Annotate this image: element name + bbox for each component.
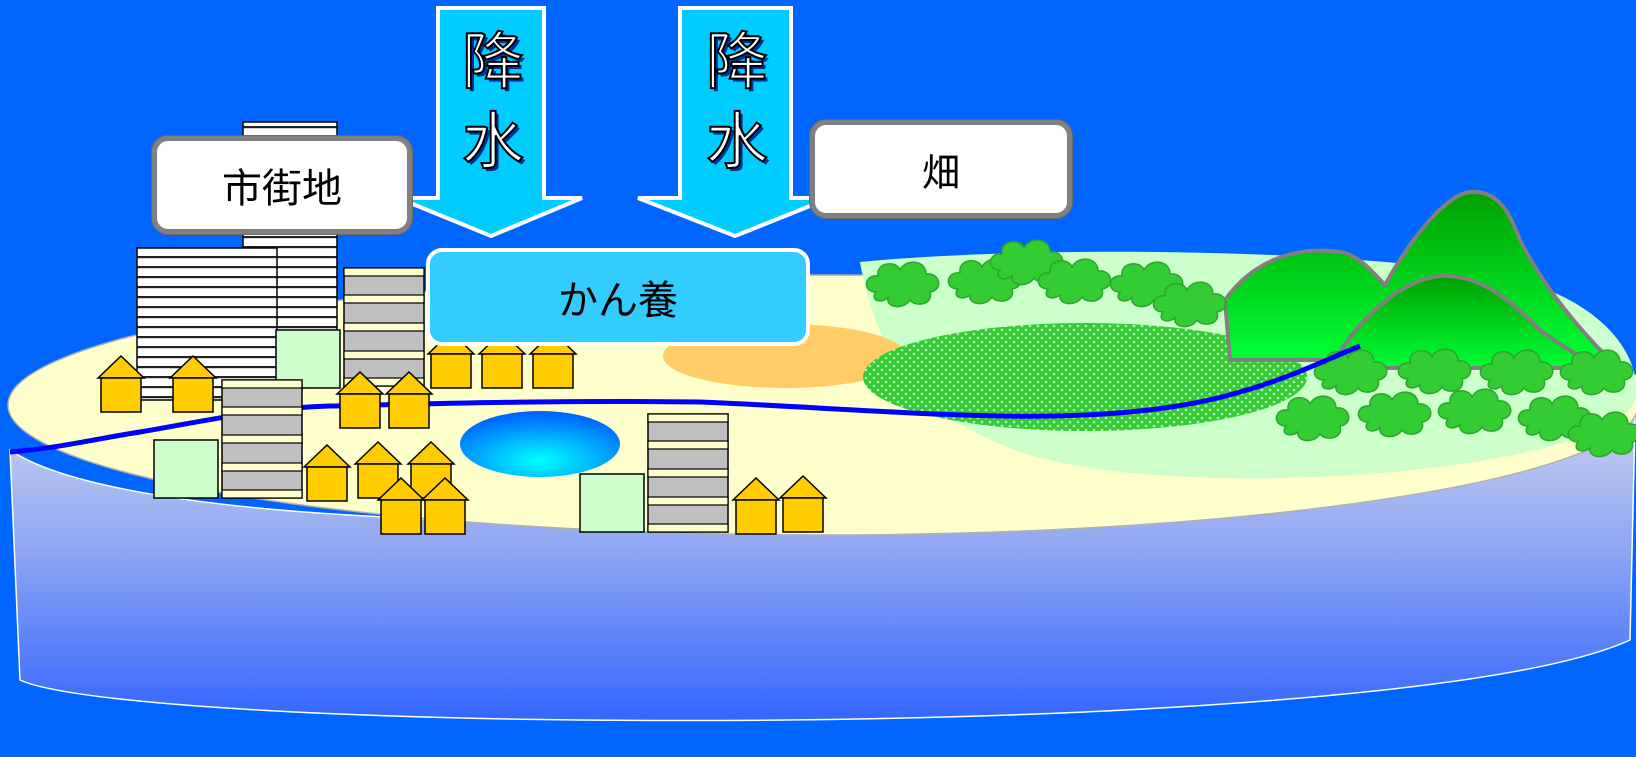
precipitation-arrow [637, 6, 831, 239]
precipitation-arrow [397, 6, 583, 239]
building-icon [221, 379, 303, 499]
river-icon [9, 343, 1361, 455]
pond-icon [460, 411, 620, 477]
building-icon [647, 413, 729, 533]
park-icon [579, 473, 645, 533]
building-icon [343, 267, 425, 387]
park-icon [275, 329, 341, 389]
park-icon [153, 439, 219, 499]
